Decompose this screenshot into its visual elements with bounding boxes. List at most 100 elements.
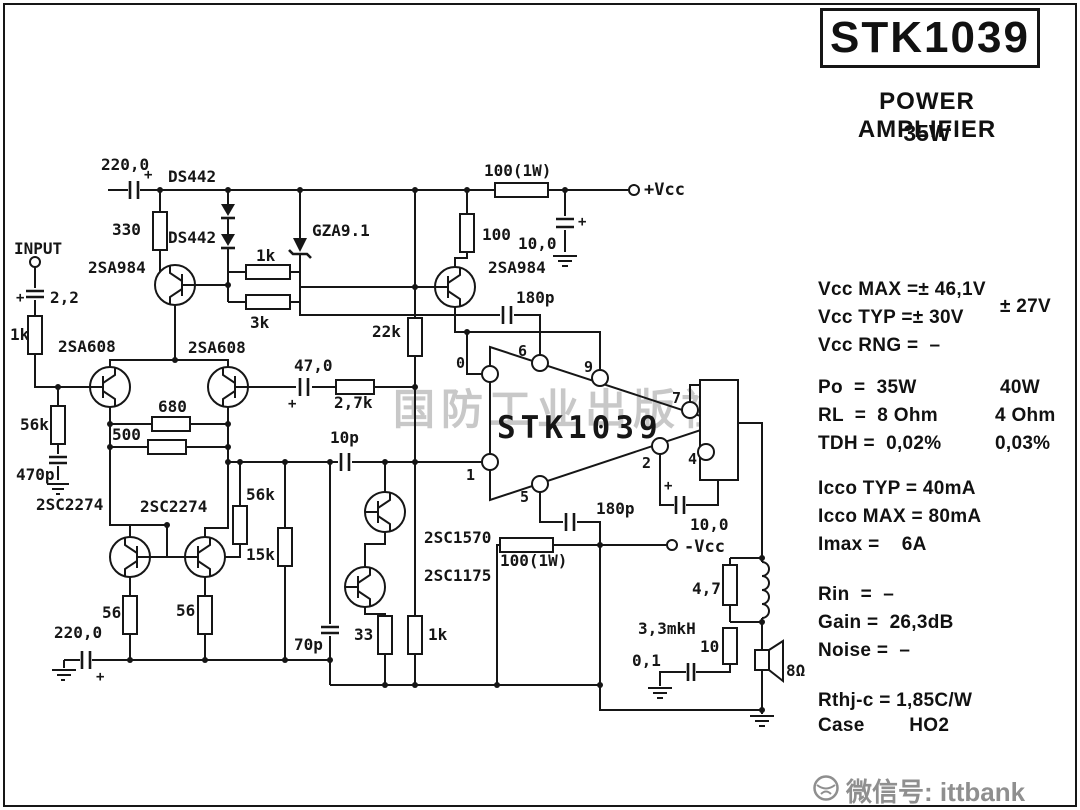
label-q6: 2SC2274 xyxy=(140,497,207,516)
label-r1k-vas: 1k xyxy=(428,625,448,644)
label-c220-bot: 220,0 xyxy=(54,623,102,642)
polarity-plus: + xyxy=(664,478,672,494)
ground-symbols xyxy=(47,255,774,727)
label-c-220-top: 220,0 xyxy=(101,155,149,174)
label-c470p: 470p xyxy=(16,465,55,484)
label-r100w-bot: 100(1W) xyxy=(500,551,567,570)
diode-ds442-a xyxy=(221,204,235,220)
label-r100w-top: 100(1W) xyxy=(484,161,551,180)
ic-pin-circles xyxy=(481,354,715,493)
pin-7: 7 xyxy=(672,389,681,407)
pin-9: 9 xyxy=(584,358,593,376)
pin-4: 4 xyxy=(688,450,697,468)
label-c70p: 70p xyxy=(294,635,323,654)
spec-tdh: TDH = 0,02% xyxy=(818,433,942,454)
label-r680: 680 xyxy=(158,397,187,416)
transistor-q6-2sc2274 xyxy=(184,536,226,578)
label-r56-a: 56 xyxy=(102,603,121,622)
label-c10-top: 10,0 xyxy=(518,234,557,253)
transistor-q5-2sc2274 xyxy=(109,536,151,578)
label-c2-2: 2,2 xyxy=(50,288,79,307)
label-coil: 3,3mkH xyxy=(638,619,696,638)
transistor-q1-2sa984 xyxy=(154,264,196,306)
spec-imax: Imax = 6A xyxy=(818,534,927,555)
label-r1k-in: 1k xyxy=(10,325,30,344)
spec-tdh-alt: 0,03% xyxy=(995,433,1051,454)
polarity-plus: + xyxy=(288,396,296,412)
label-ds442-a: DS442 xyxy=(168,167,216,186)
label-r1k-bias: 1k xyxy=(256,246,276,265)
polarity-plus: + xyxy=(144,167,152,183)
inductor-coil xyxy=(761,561,770,619)
spec-po-alt: 40W xyxy=(1000,377,1040,398)
label-q1: 2SA984 xyxy=(88,258,146,277)
transistor-q2-2sa608 xyxy=(89,366,131,408)
label-ds442-b: DS442 xyxy=(168,228,216,247)
label-q7: 2SC1570 xyxy=(424,528,491,547)
ic-amplifier-triangle xyxy=(489,345,726,502)
transistor-q4-2sa984 xyxy=(434,266,476,308)
part-number: STK1039 xyxy=(830,13,1030,62)
label-q5: 2SC2274 xyxy=(36,495,103,514)
spec-noise: Noise = – xyxy=(818,640,911,661)
ic-part-number: STK1039 xyxy=(497,410,663,446)
resistors xyxy=(27,182,738,665)
junction-dots xyxy=(55,187,765,713)
label-vcc-neg: -Vcc xyxy=(684,537,725,557)
label-q2: 2SA608 xyxy=(58,337,116,356)
polarity-plus: + xyxy=(96,669,104,685)
spec-gain: Gain = 26,3dB xyxy=(818,612,954,633)
label-q3: 2SA608 xyxy=(188,338,246,357)
label-c180p-top: 180p xyxy=(516,288,555,307)
spec-rthjc: Rthj-c = 1,85C/W xyxy=(818,690,973,711)
transistor-q7-2sc1570 xyxy=(364,491,406,533)
polarity-plus: + xyxy=(16,290,24,306)
spec-icco-typ: Icco TYP = 40mA xyxy=(818,478,976,499)
spec-case: Case HO2 xyxy=(818,715,950,736)
label-r10: 10 xyxy=(700,637,719,656)
pin-6: 6 xyxy=(518,342,527,360)
label-r330: 330 xyxy=(112,220,141,239)
label-vcc-pos: +Vcc xyxy=(644,180,685,200)
input-terminal xyxy=(29,256,41,268)
label-r56k-mid: 56k xyxy=(246,485,275,504)
power-rating: 35W xyxy=(903,120,951,146)
polarity-plus: + xyxy=(578,214,586,230)
diode-ds442-b xyxy=(221,234,235,250)
transistor-q3-2sa608 xyxy=(207,366,249,408)
label-r100: 100 xyxy=(482,225,511,244)
label-r56-b: 56 xyxy=(176,601,195,620)
publisher-watermark: 国防工业出版社 xyxy=(393,385,730,434)
label-q4: 2SA984 xyxy=(488,258,546,277)
label-c10-bot: 10,0 xyxy=(690,515,729,534)
label-r15k: 15k xyxy=(246,545,275,564)
vcc-pos-terminal xyxy=(628,184,640,196)
wechat-icon xyxy=(813,775,839,801)
label-speaker-8ohm: 8Ω xyxy=(786,661,805,680)
label-r2-7k: 2,7k xyxy=(334,393,373,412)
spec-rl-alt: 4 Ohm xyxy=(995,405,1056,426)
spec-rin: Rin = – xyxy=(818,584,895,605)
wechat-id: 微信号: ittbank xyxy=(846,777,1026,807)
label-r22k: 22k xyxy=(372,322,401,341)
vcc-neg-terminal xyxy=(666,539,678,551)
label-q8: 2SC1175 xyxy=(424,566,491,585)
label-zener: GZA9.1 xyxy=(312,221,370,240)
label-c47: 47,0 xyxy=(294,356,333,375)
spec-icco-max: Icco MAX = 80mA xyxy=(818,506,982,527)
spec-vcc-max: Vcc MAX =± 46,1V xyxy=(818,279,986,300)
transistor-q8-2sc1175 xyxy=(344,566,386,608)
spec-vcc-typ: Vcc TYP =± 30V xyxy=(818,307,964,328)
pin-0: 0 xyxy=(456,354,465,372)
label-r500: 500 xyxy=(112,425,141,444)
label-c180p-bot: 180p xyxy=(596,499,635,518)
spec-vcc-typ-alt: ± 27V xyxy=(1000,296,1052,317)
ic-feedback-block xyxy=(699,379,739,481)
label-r3k: 3k xyxy=(250,313,270,332)
spec-po: Po = 35W xyxy=(818,377,917,398)
spec-rl: RL = 8 Ohm xyxy=(818,405,938,426)
part-number-box: STK1039 xyxy=(820,8,1040,68)
pin-2: 2 xyxy=(642,454,651,472)
